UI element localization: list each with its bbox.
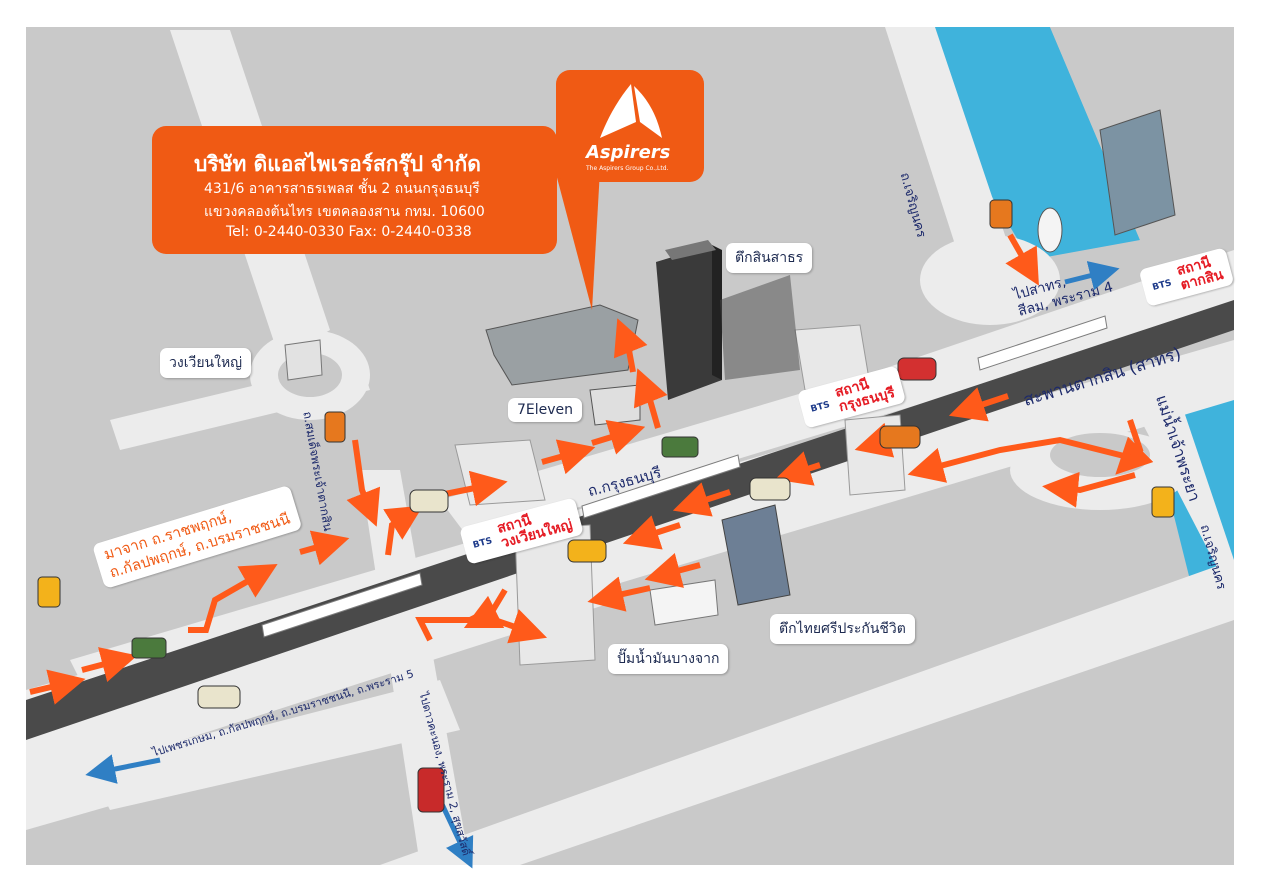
bts-logo-icon: BTS	[1151, 278, 1173, 294]
exit-arrows	[85, 261, 1120, 869]
building-aspirers-office	[485, 304, 639, 386]
sail-logo-icon	[600, 84, 662, 138]
callout-pointer	[555, 170, 600, 310]
label-circle: วงเวียนใหญ่	[160, 348, 252, 378]
bts-trains	[261, 315, 1108, 638]
building-sinsathorn	[656, 240, 800, 400]
building-riverside-tower	[1099, 109, 1176, 236]
label-thai-sri: ตึกไทยศรีประกันชีวิต	[770, 614, 915, 644]
aspirers-logo: Aspirers The Aspirers Group Co.,Ltd.	[556, 70, 704, 182]
building-circle-monument	[284, 339, 323, 381]
contact-phone-fax: Tel: 0-2440-0330 Fax: 0-2440-0338	[226, 224, 472, 240]
label-bangchak: ปั๊มน้ำมันบางจาก	[608, 644, 729, 674]
boat	[1037, 207, 1063, 253]
building-thai-sri	[721, 504, 791, 606]
company-callout: บริษัท ดิแอสไพเรอร์สกรุ๊ป จำกัด 431/6 อา…	[152, 126, 557, 254]
address-line1: 431/6 อาคารสาธรเพลส ชั้น 2 ถนนกรุงธนบุรี	[204, 181, 480, 197]
building-bangchak	[649, 579, 719, 626]
bts-logo-icon: BTS	[471, 536, 494, 551]
route-arrows	[29, 233, 1154, 705]
company-name: บริษัท ดิแอสไพเรอร์สกรุ๊ป จำกัด	[194, 152, 481, 176]
logo-brand: Aspirers	[586, 142, 671, 163]
address-line2: แขวงคลองต้นไทร เขตคลองสาน กทม. 10600	[204, 204, 485, 220]
cars	[37, 199, 1175, 813]
label-sinsathorn: ตึกสินสาธร	[726, 243, 813, 273]
bts-logo-icon: BTS	[809, 400, 832, 415]
building-seven-eleven	[589, 384, 641, 426]
logo-tagline: The Aspirers Group Co.,Ltd.	[586, 165, 669, 172]
label-seven-eleven: 7Eleven	[508, 398, 583, 422]
